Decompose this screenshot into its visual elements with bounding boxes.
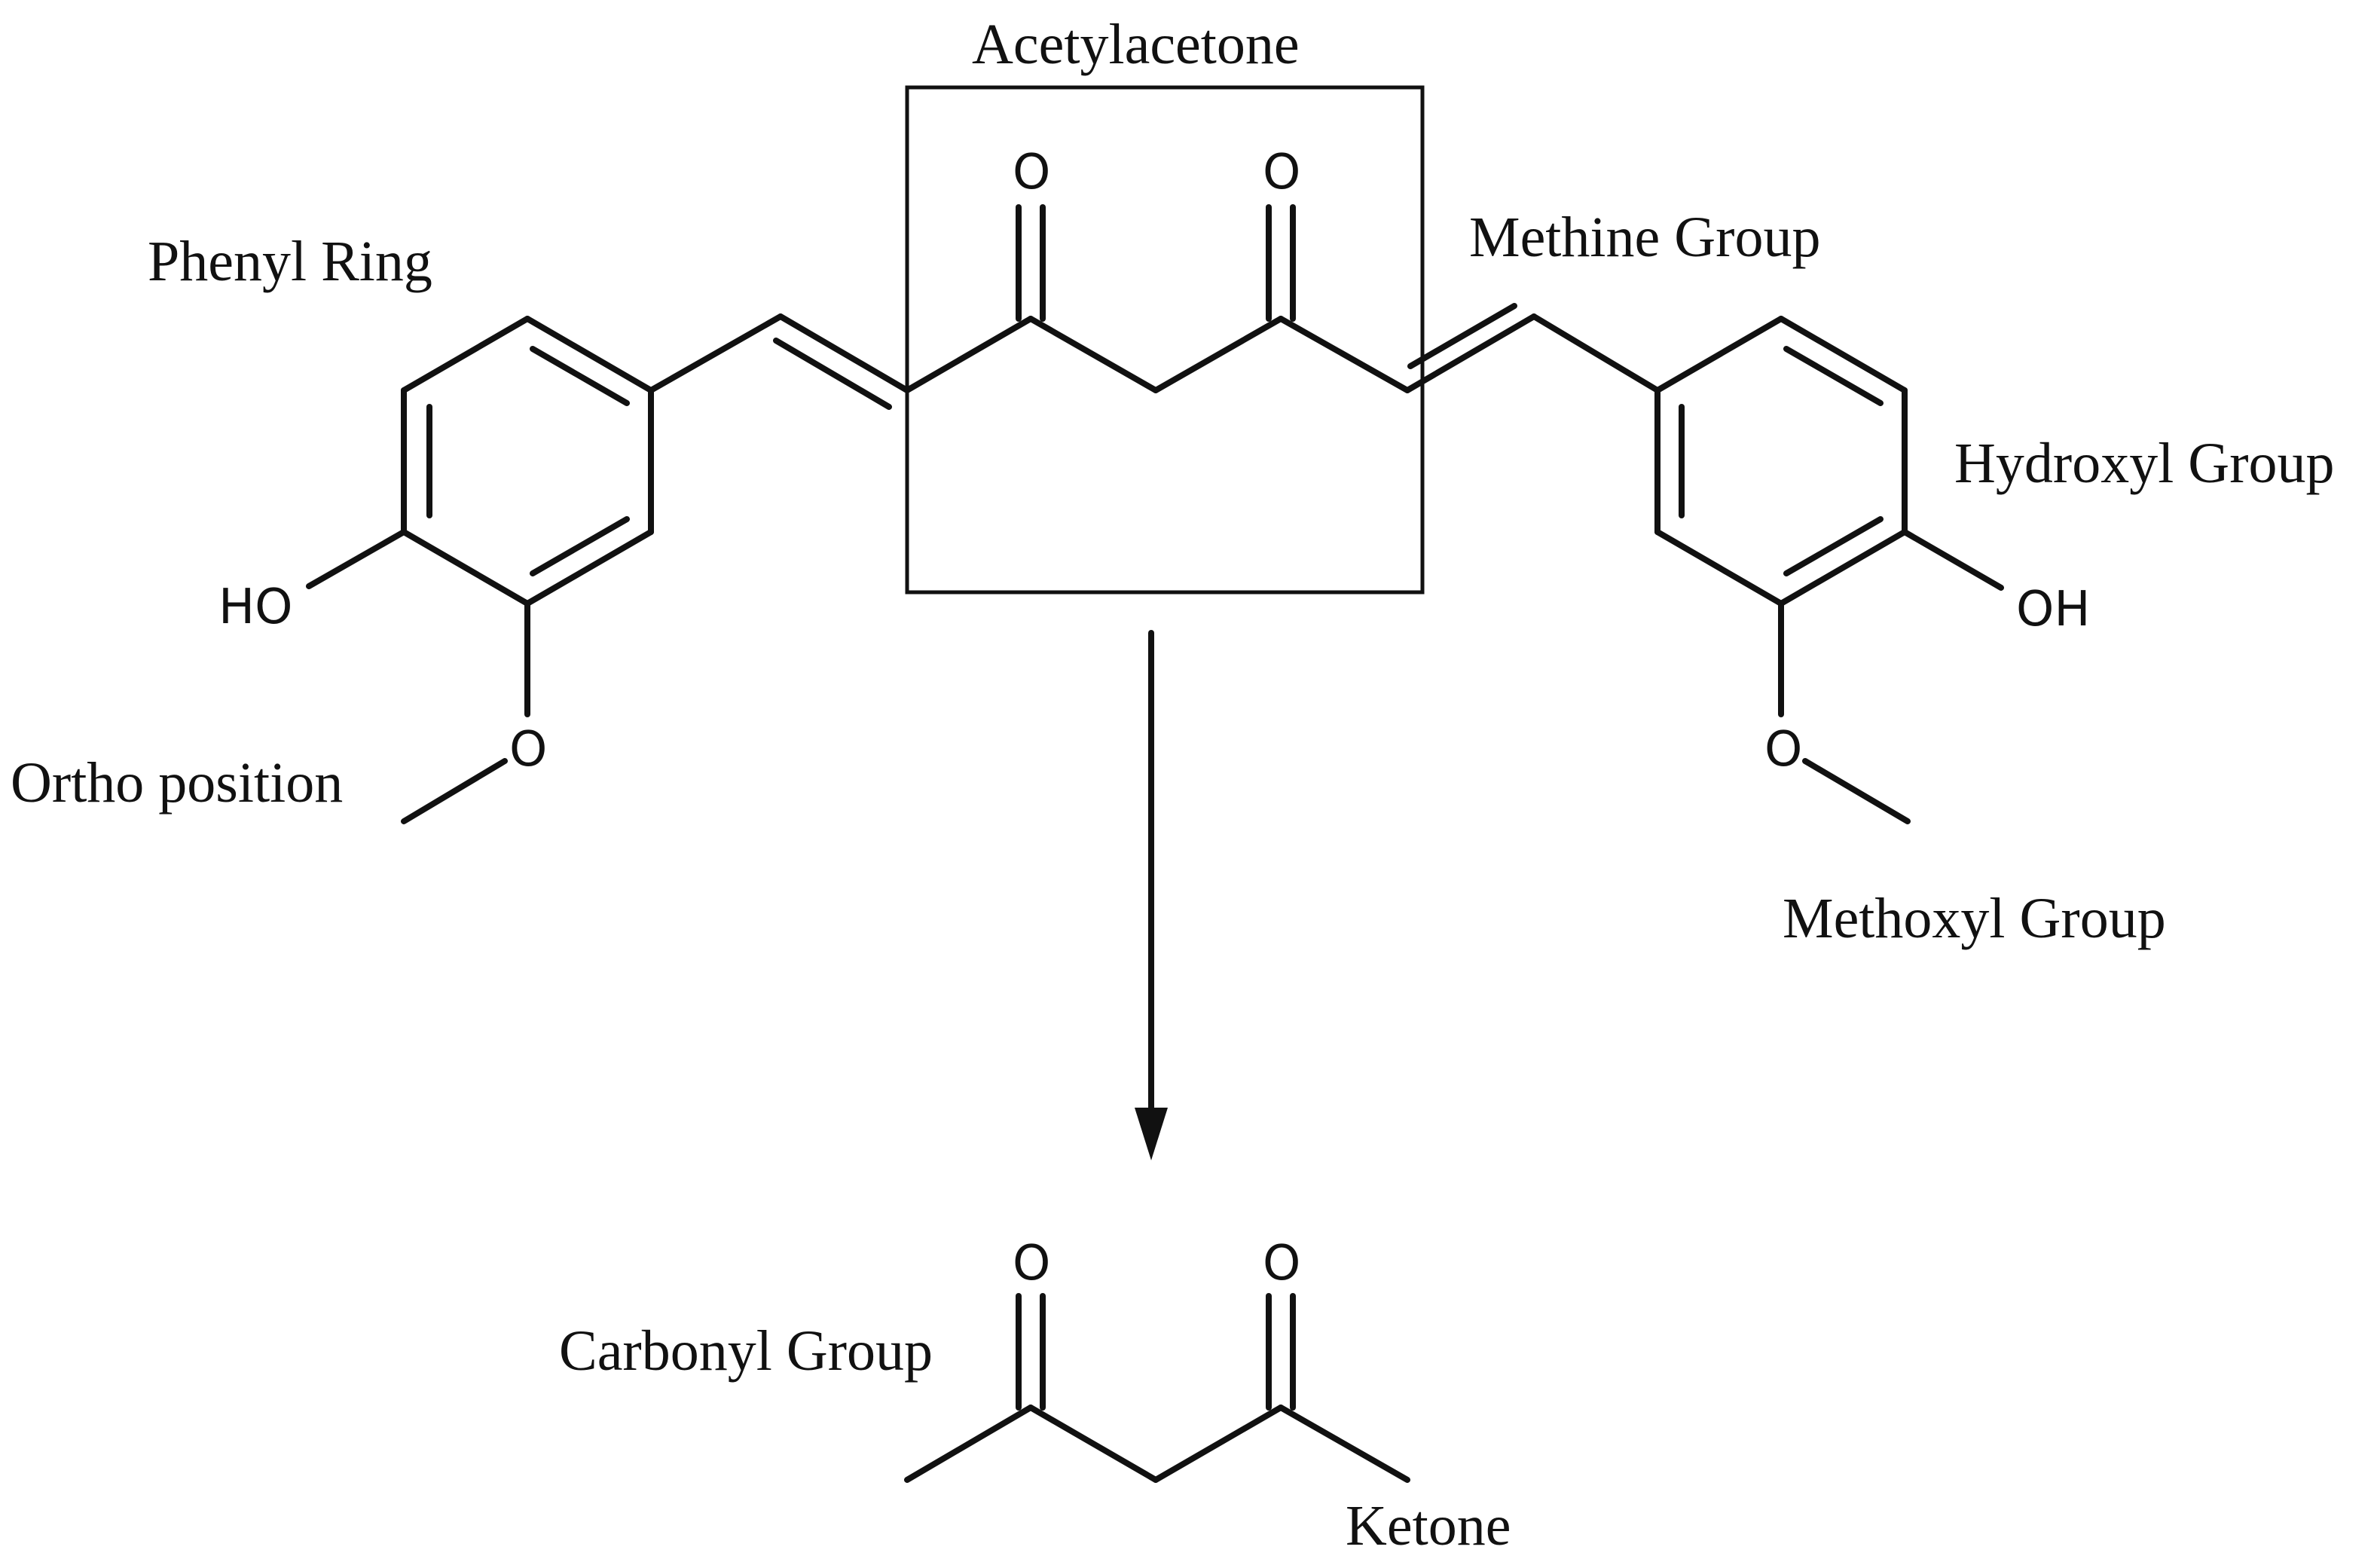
label-ketone: Ketone — [1346, 1494, 1511, 1557]
right-hydroxyl-bond — [1902, 529, 2004, 591]
carbonyl-oxygen-right: O — [1263, 145, 1300, 200]
right-hydroxyl-atom: OH — [2016, 582, 2091, 637]
right-phenyl-ring — [1654, 316, 1908, 607]
right-methoxy-oxygen: O — [1764, 722, 1802, 778]
right-methyl-bond — [1802, 758, 1911, 824]
left-phenyl-ring — [401, 316, 654, 607]
label-ortho-position: Ortho position — [11, 751, 343, 815]
bottom-carbonyl-oxygen-right: O — [1263, 1236, 1300, 1291]
carbonyl-oxygen-left: O — [1013, 145, 1050, 200]
left-hydroxyl-atom: HO — [218, 579, 293, 635]
bottom-carbonyl-oxygen-left: O — [1013, 1236, 1050, 1291]
left-methoxy-oxygen: O — [509, 722, 547, 778]
label-methoxyl-group: Methoxyl Group — [1783, 887, 2166, 950]
acetylacetone-box — [905, 85, 1425, 595]
acetylacetone-molecule — [904, 1405, 1410, 1483]
label-carbonyl-group: Carbonyl Group — [559, 1319, 933, 1383]
label-phenyl-ring: Phenyl Ring — [148, 230, 432, 293]
label-methine-group: Methine Group — [1469, 206, 1820, 269]
left-methyl-bond — [401, 758, 508, 824]
left-hydroxyl-bond — [306, 529, 407, 589]
label-hydroxyl-group: Hydroxyl Group — [1954, 432, 2335, 495]
label-acetylacetone: Acetylacetone — [972, 13, 1300, 76]
central-chain — [648, 303, 1661, 410]
arrow-head — [1135, 1108, 1168, 1160]
